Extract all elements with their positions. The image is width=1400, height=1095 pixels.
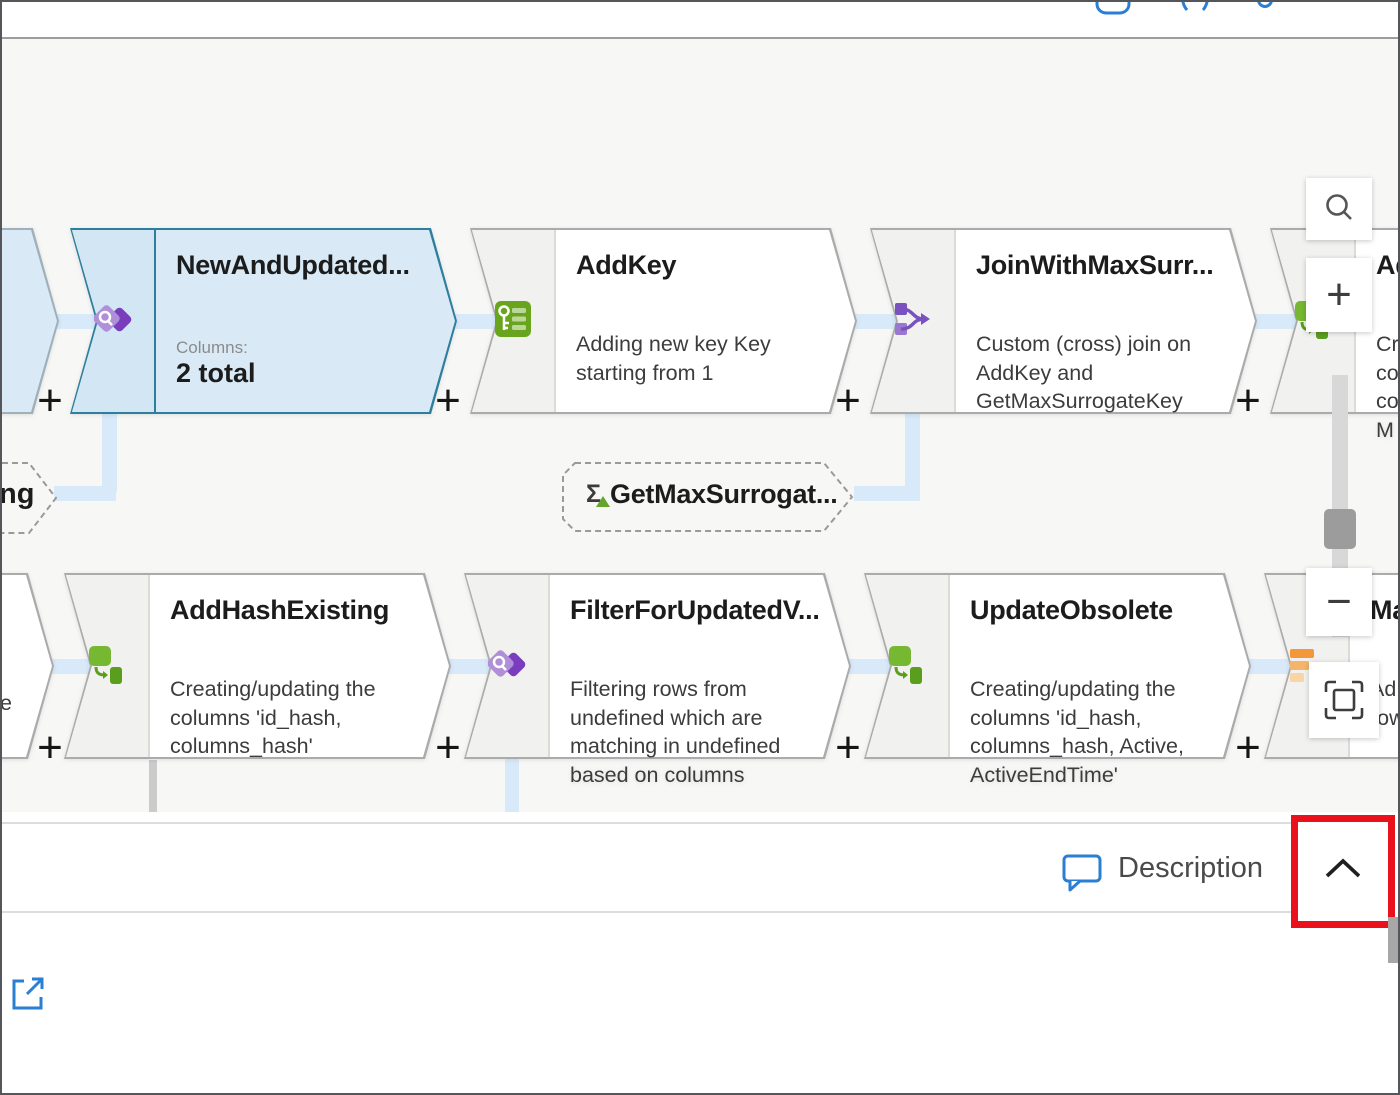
top-toolbar bbox=[2, 2, 1398, 39]
node-title: AddKey bbox=[576, 250, 677, 280]
node-title: NewAndUpdated... bbox=[176, 250, 410, 280]
derived-column-icon bbox=[889, 646, 922, 684]
comment-bubble-icon bbox=[1062, 854, 1102, 892]
zoom-slider-thumb[interactable] bbox=[1324, 509, 1356, 549]
save-icon[interactable] bbox=[1094, 2, 1132, 16]
join-icon bbox=[895, 303, 930, 335]
node-description: Creating/updating the columns 'id_hash, … bbox=[170, 677, 376, 758]
add-transformation-button[interactable]: + bbox=[1235, 376, 1261, 425]
node-description: Creating/updating the columns 'id_hash, … bbox=[970, 677, 1184, 787]
node-add-hash-existing[interactable]: AddHashExisting Creating/updating the co… bbox=[64, 573, 451, 759]
columns-value: 2 total bbox=[176, 358, 256, 388]
node-description-fragment: e bbox=[2, 691, 12, 715]
node-filter-for-updated[interactable]: FilterForUpdatedV... Filtering rows from… bbox=[464, 573, 851, 787]
node-description: Adding new key Key starting from 1 bbox=[576, 332, 771, 385]
open-in-new-window-icon[interactable] bbox=[10, 976, 46, 1012]
dashed-node-shape bbox=[2, 462, 58, 534]
settings-icon[interactable] bbox=[1250, 2, 1296, 13]
search-icon bbox=[1326, 194, 1352, 220]
description-label: Description bbox=[1118, 852, 1264, 884]
chevron-up-icon bbox=[1325, 858, 1361, 878]
node-title: FilterForUpdatedV... bbox=[570, 595, 820, 625]
node-title: JoinWithMaxSurr... bbox=[976, 250, 1214, 280]
dataflow-canvas[interactable]: NewAndUpdated... Columns: 2 total AddKey… bbox=[2, 39, 1398, 812]
vertical-scrollbar-thumb[interactable] bbox=[1388, 917, 1398, 963]
node-partial-left-top[interactable] bbox=[2, 228, 59, 414]
node-get-max-surrogate[interactable]: Σ GetMaxSurrogat... bbox=[562, 462, 854, 532]
zoom-out-button[interactable]: − bbox=[1306, 568, 1372, 636]
columns-label: Columns: bbox=[176, 338, 248, 357]
zoom-in-button[interactable]: + bbox=[1306, 258, 1372, 332]
node-title-fragment: ng bbox=[2, 478, 35, 510]
node-title: AddHashExisting bbox=[170, 595, 390, 625]
aggregate-icon: Σ bbox=[586, 480, 611, 508]
node-cached-sink-partial[interactable]: ng bbox=[2, 462, 60, 534]
add-transformation-button[interactable]: + bbox=[37, 376, 63, 425]
add-transformation-button[interactable]: + bbox=[1235, 723, 1261, 772]
add-transformation-button[interactable]: + bbox=[37, 723, 63, 772]
node-new-and-updated[interactable]: NewAndUpdated... Columns: 2 total bbox=[70, 228, 457, 414]
zoom-to-fit-icon bbox=[1324, 680, 1364, 720]
bottom-panel: Description bbox=[2, 812, 1398, 1093]
dashed-node-shape bbox=[562, 462, 854, 532]
add-transformation-button[interactable]: + bbox=[835, 376, 861, 425]
add-transformation-button[interactable]: + bbox=[435, 723, 461, 772]
code-braces-icon[interactable] bbox=[1178, 2, 1212, 12]
connector-below-filter bbox=[505, 758, 519, 812]
node-update-obsolete[interactable]: UpdateObsolete Creating/updating the col… bbox=[864, 573, 1251, 787]
annotation-highlight bbox=[1291, 815, 1395, 928]
zoom-in-glyph: + bbox=[1326, 270, 1352, 319]
exists-icon bbox=[488, 650, 526, 677]
panel-bottom-divider bbox=[2, 911, 1291, 913]
node-partial-left-bottom[interactable]: e bbox=[2, 573, 54, 759]
node-title: Ad bbox=[1376, 250, 1398, 280]
exists-icon bbox=[94, 305, 132, 332]
derived-column-icon bbox=[89, 646, 122, 684]
search-button[interactable] bbox=[1306, 178, 1372, 240]
node-description: Filtering rows from undefined which are … bbox=[570, 677, 781, 787]
node-add-key[interactable]: AddKey Adding new key Key starting from … bbox=[470, 228, 857, 414]
zoom-to-fit-button[interactable] bbox=[1309, 662, 1379, 738]
zoom-out-glyph: − bbox=[1326, 577, 1352, 626]
elbow-connector bbox=[905, 411, 920, 501]
connector-below-addhash bbox=[149, 760, 157, 812]
aggregate-node-label: Σ GetMaxSurrogat... bbox=[586, 479, 838, 510]
node-title: UpdateObsolete bbox=[970, 595, 1173, 625]
node-join-with-max[interactable]: JoinWithMaxSurr... Custom (cross) join o… bbox=[870, 228, 1257, 414]
panel-top-divider bbox=[2, 822, 1291, 824]
node-title: GetMaxSurrogat... bbox=[610, 479, 838, 509]
node-description: Cre col col M bbox=[1376, 332, 1398, 442]
add-transformation-button[interactable]: + bbox=[835, 723, 861, 772]
add-transformation-button[interactable]: + bbox=[435, 376, 461, 425]
elbow-connector bbox=[54, 486, 116, 501]
node-title: Ma bbox=[1370, 595, 1398, 625]
description-row[interactable]: Description bbox=[2, 822, 1398, 912]
collapse-panel-button[interactable] bbox=[1322, 856, 1364, 882]
node-description: Custom (cross) join on AddKey and GetMax… bbox=[976, 332, 1192, 413]
elbow-connector bbox=[854, 486, 920, 501]
surrogate-key-icon bbox=[495, 301, 531, 337]
elbow-connector bbox=[102, 411, 117, 501]
